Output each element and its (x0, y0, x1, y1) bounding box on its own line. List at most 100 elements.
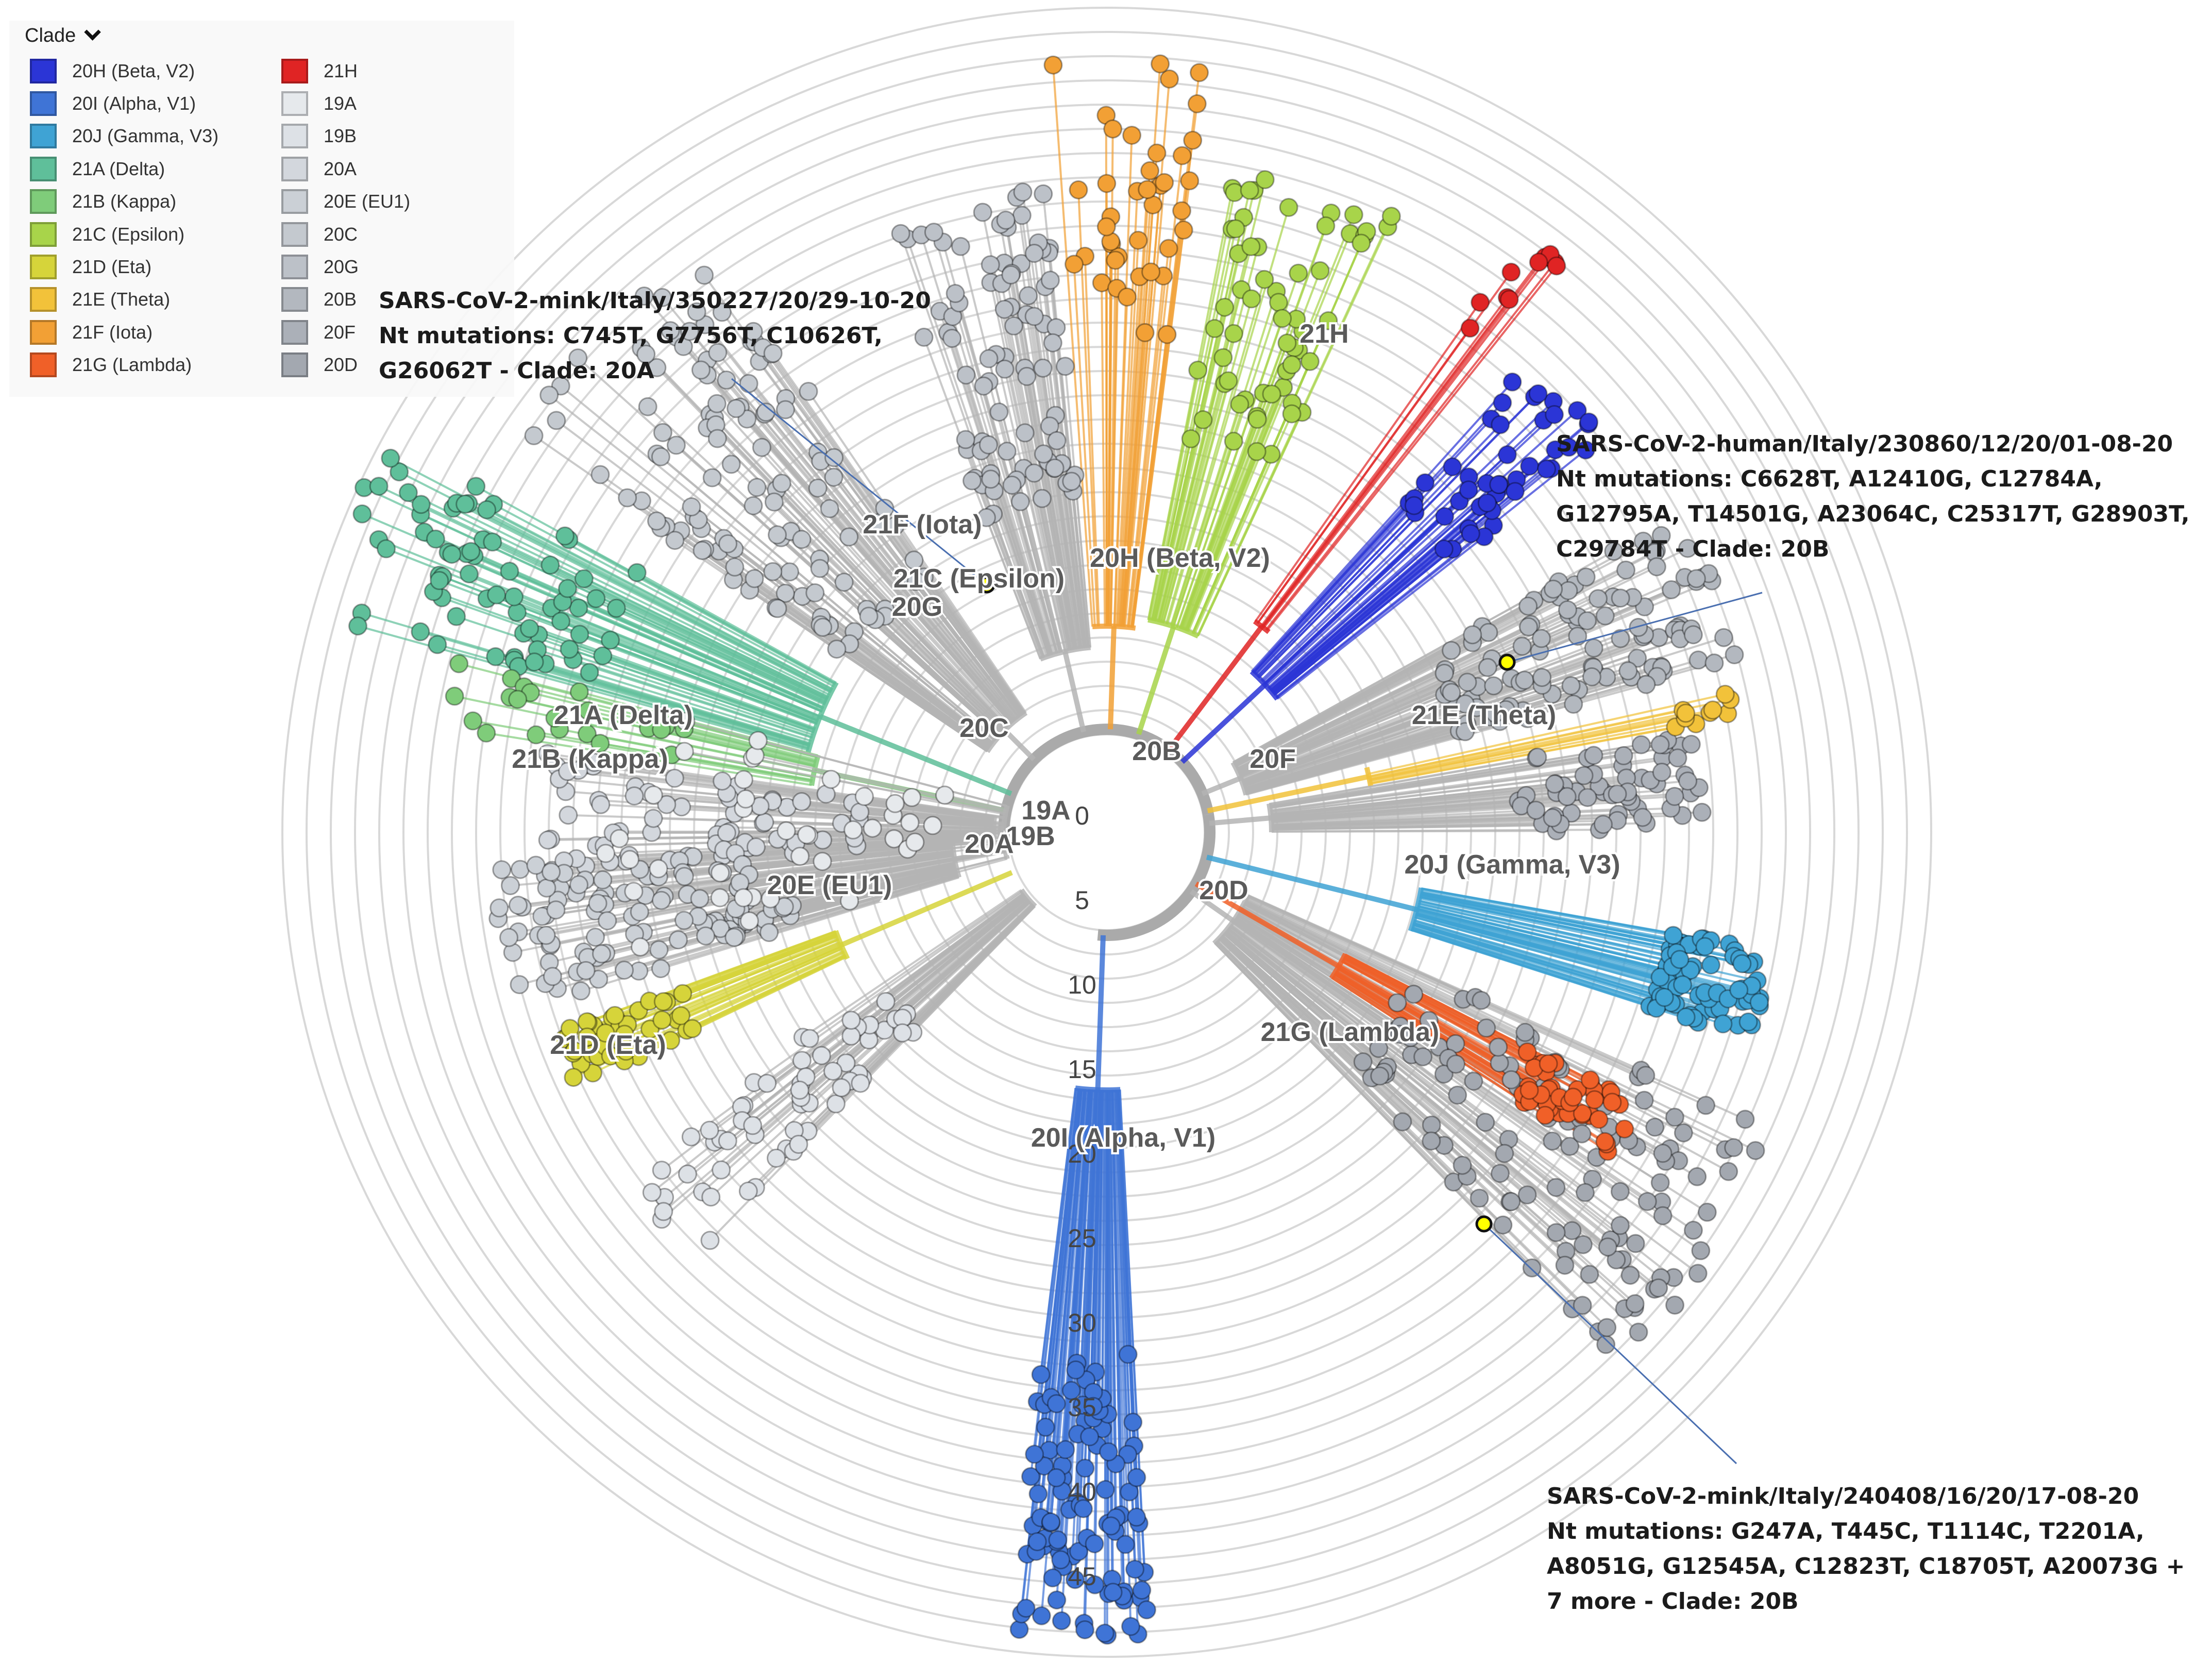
tip-node[interactable] (1545, 774, 1564, 794)
tip-node[interactable] (430, 571, 449, 590)
tip-node[interactable] (1032, 1606, 1051, 1625)
tip-node[interactable] (588, 894, 607, 913)
tip-node[interactable] (1522, 1258, 1542, 1278)
tip-node[interactable] (1434, 539, 1454, 559)
tip-node[interactable] (1499, 290, 1519, 309)
tip-node[interactable] (1085, 1575, 1105, 1594)
tip-node[interactable] (1190, 63, 1209, 82)
tip-node[interactable] (1118, 1345, 1138, 1364)
tip-node[interactable] (813, 617, 833, 637)
tip-node[interactable] (1526, 800, 1546, 820)
tip-node[interactable] (542, 862, 561, 882)
legend-item[interactable]: 20A (281, 153, 410, 185)
highlighted-samples[interactable] (978, 576, 1516, 1233)
tip-node[interactable] (924, 223, 943, 242)
tip-node[interactable] (638, 397, 657, 416)
tip-node[interactable] (884, 829, 904, 849)
tip-node[interactable] (1226, 219, 1245, 239)
tip-node[interactable] (1043, 55, 1063, 75)
tip-node[interactable] (1097, 174, 1117, 193)
tip-node[interactable] (1665, 1296, 1684, 1315)
tip-node[interactable] (711, 919, 730, 938)
tip-node[interactable] (1477, 493, 1497, 513)
tip-node[interactable] (1047, 431, 1067, 450)
tip-node[interactable] (789, 1135, 808, 1154)
tip-node[interactable] (1289, 263, 1308, 283)
tip-node[interactable] (1477, 1018, 1496, 1038)
tip-node[interactable] (687, 302, 706, 322)
tip-node[interactable] (1501, 262, 1521, 282)
legend-title-dropdown[interactable]: Clade (25, 24, 102, 47)
tip-node[interactable] (1517, 709, 1537, 728)
tip-node[interactable] (739, 911, 759, 931)
tip-node[interactable] (1517, 1042, 1537, 1062)
tip-node[interactable] (1028, 1484, 1048, 1504)
tip-node[interactable] (1013, 182, 1033, 202)
tip-node[interactable] (1695, 937, 1715, 956)
tip-node[interactable] (1219, 371, 1238, 391)
tip-node[interactable] (790, 1080, 809, 1100)
tip-node[interactable] (859, 607, 879, 626)
tip-node[interactable] (442, 545, 462, 564)
tip-node[interactable] (644, 785, 663, 805)
tip-node[interactable] (1615, 1119, 1634, 1139)
tip-node[interactable] (560, 640, 579, 659)
tip-node[interactable] (605, 1006, 624, 1025)
tip-node[interactable] (647, 511, 666, 531)
tip-node[interactable] (411, 495, 431, 514)
tip-node[interactable] (615, 961, 634, 980)
tip-node[interactable] (1578, 788, 1597, 807)
tip-node[interactable] (906, 572, 926, 591)
tip-node[interactable] (508, 602, 527, 622)
tip-node[interactable] (1501, 1070, 1521, 1089)
tip-node[interactable] (1611, 589, 1630, 608)
tip-node[interactable] (1633, 531, 1653, 551)
tip-node[interactable] (1422, 1131, 1441, 1151)
tip-node[interactable] (411, 622, 430, 642)
tip-node[interactable] (1103, 1583, 1123, 1602)
tip-node[interactable] (1123, 1413, 1143, 1432)
tip-node[interactable] (1075, 1458, 1095, 1478)
tip-node[interactable] (1539, 1054, 1558, 1073)
tip-node[interactable] (1546, 1178, 1566, 1197)
tip-node[interactable] (584, 752, 604, 772)
tip-node[interactable] (1255, 270, 1274, 289)
tip-node[interactable] (1493, 393, 1512, 412)
tip-node[interactable] (1224, 431, 1243, 451)
highlighted-sample-marker[interactable] (1475, 1215, 1493, 1233)
tip-node[interactable] (652, 891, 671, 910)
tip-node[interactable] (1575, 1183, 1595, 1202)
tip-node[interactable] (1688, 650, 1708, 670)
tip-node[interactable] (839, 527, 859, 547)
tip-node[interactable] (1404, 984, 1424, 1004)
tip-node[interactable] (1193, 410, 1213, 429)
tip-node[interactable] (1713, 1014, 1733, 1034)
tip-node[interactable] (997, 442, 1017, 461)
tip-node[interactable] (1242, 289, 1261, 309)
tip-node[interactable] (1572, 1124, 1592, 1144)
tip-node[interactable] (579, 701, 598, 720)
tip-node[interactable] (1580, 1070, 1600, 1089)
tip-node[interactable] (1019, 286, 1038, 306)
tip-node[interactable] (644, 809, 663, 828)
tip-node[interactable] (1577, 611, 1597, 631)
tip-node[interactable] (708, 343, 728, 362)
tip-node[interactable] (676, 712, 696, 731)
tip-node[interactable] (792, 1051, 812, 1070)
tip-node[interactable] (653, 992, 673, 1012)
tip-node[interactable] (1489, 475, 1509, 494)
tip-node[interactable] (1490, 1164, 1510, 1183)
tip-node[interactable] (489, 898, 509, 918)
tip-node[interactable] (900, 813, 920, 832)
tip-node[interactable] (1528, 747, 1547, 767)
tip-node[interactable] (1010, 492, 1030, 511)
tip-node[interactable] (634, 287, 654, 306)
tip-node[interactable] (1002, 475, 1022, 495)
tip-node[interactable] (1678, 771, 1698, 791)
tip-node[interactable] (827, 640, 847, 659)
tip-node[interactable] (1683, 625, 1703, 645)
tip-node[interactable] (1224, 324, 1243, 343)
tip-node[interactable] (673, 337, 693, 356)
tip-node[interactable] (1009, 1620, 1029, 1639)
tip-node[interactable] (1568, 627, 1588, 646)
